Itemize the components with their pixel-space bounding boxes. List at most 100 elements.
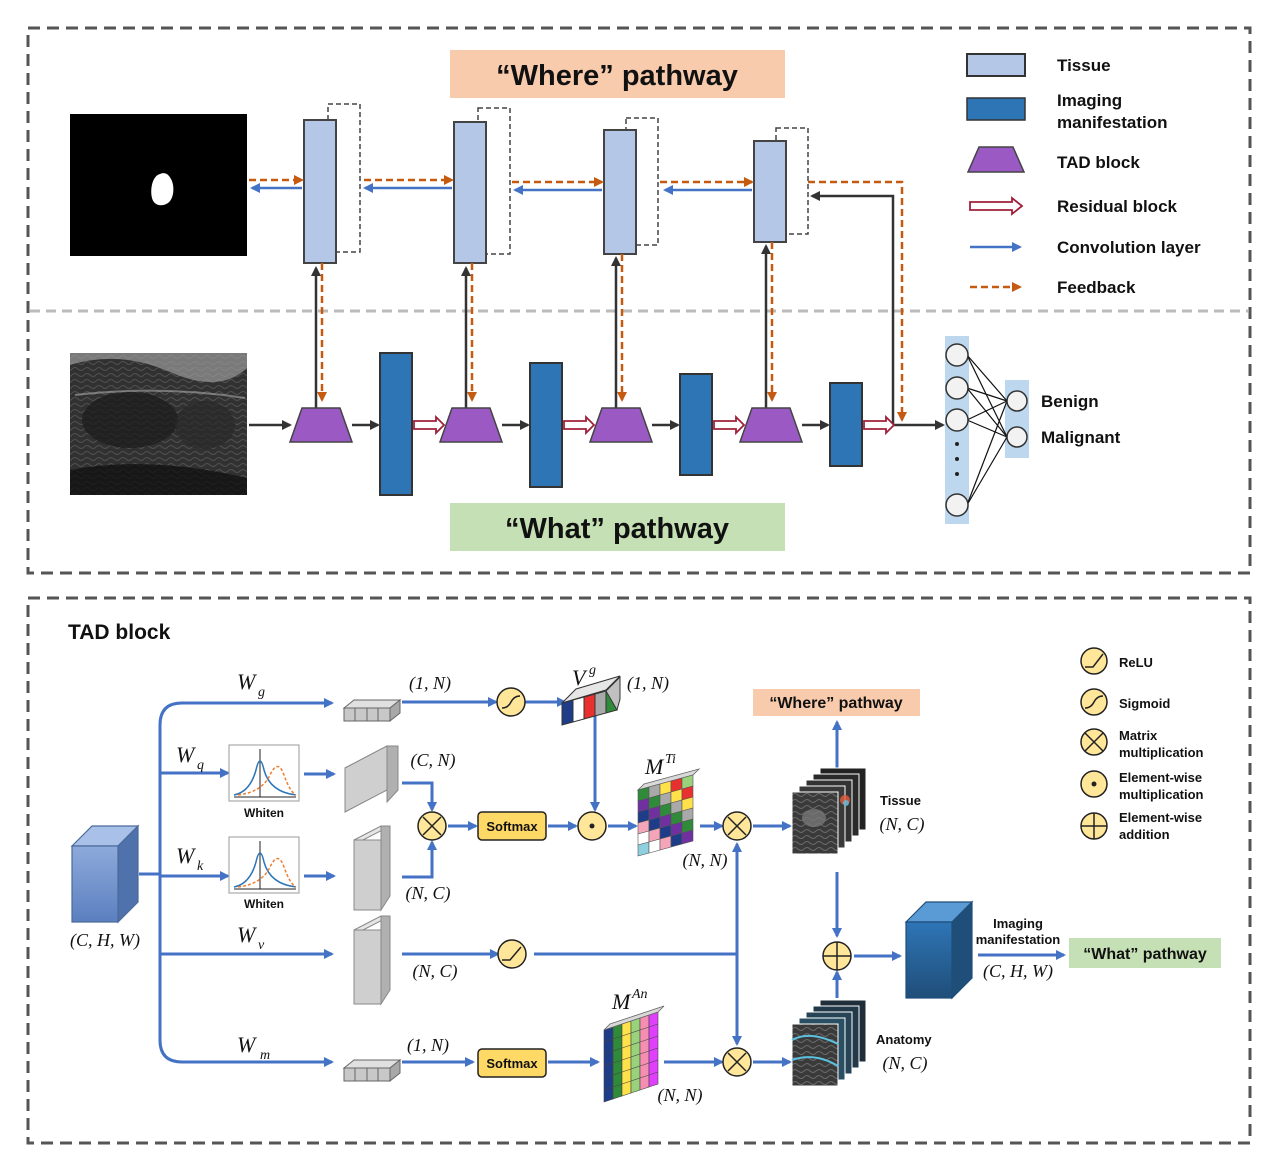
out-dims: (C, H, W) bbox=[983, 961, 1053, 982]
vg-label: V g bbox=[572, 663, 596, 690]
bottom-panel-border bbox=[26, 596, 1252, 1145]
add-op bbox=[822, 941, 852, 971]
softmax-label-2: Softmax bbox=[486, 1056, 538, 1071]
input-feature-cube bbox=[70, 824, 140, 924]
weight-m: W m bbox=[237, 1032, 270, 1063]
output-malignant: Malignant bbox=[1041, 428, 1121, 447]
m-ti-label: M Ti bbox=[644, 752, 676, 779]
dims-v: (N, C) bbox=[413, 961, 458, 982]
svg-text:M: M bbox=[644, 754, 665, 779]
svg-text:g: g bbox=[258, 685, 265, 700]
fc-connections bbox=[966, 354, 1008, 506]
tissue-feature-3 bbox=[603, 117, 659, 255]
input-dims: (C, H, W) bbox=[70, 930, 140, 951]
legend-tad: TAD block bbox=[1057, 153, 1140, 172]
op-legend-elem-line1: Element-wise bbox=[1119, 770, 1202, 785]
anatomy-dims: (N, C) bbox=[883, 1053, 928, 1074]
op-legend-add-line1: Element-wise bbox=[1119, 810, 1202, 825]
weight-g: W g bbox=[237, 669, 265, 700]
m-ti-matrix bbox=[636, 768, 701, 857]
what-pathway-box bbox=[1069, 938, 1221, 968]
matrix-v bbox=[353, 915, 391, 1006]
dims-g: (1, N) bbox=[409, 673, 451, 694]
tad-block-1 bbox=[288, 407, 354, 443]
matmul-op-anatomy bbox=[722, 1047, 752, 1077]
output-neurons bbox=[1006, 390, 1028, 448]
tissue-feature-4 bbox=[753, 127, 809, 243]
op-legend-matmul bbox=[1080, 728, 1108, 756]
sigmoid-op-g bbox=[496, 687, 526, 717]
vector-g bbox=[342, 698, 402, 723]
legend-imaging-line2: manifestation bbox=[1057, 113, 1168, 132]
whiten-label-k: Whiten bbox=[244, 897, 284, 911]
tad-block-4 bbox=[738, 407, 804, 443]
dims-m: (1, N) bbox=[407, 1035, 449, 1056]
mask-lesion bbox=[151, 173, 174, 206]
imaging-feature-1 bbox=[379, 352, 413, 496]
svg-text:Ti: Ti bbox=[665, 752, 676, 767]
weight-v: W v bbox=[237, 922, 265, 953]
vector-m bbox=[342, 1058, 402, 1083]
middle-arrows bbox=[402, 697, 1066, 1067]
dims-k: (N, C) bbox=[406, 883, 451, 904]
top-panel-border bbox=[26, 26, 1252, 575]
svg-text:W: W bbox=[237, 1032, 257, 1057]
upward-arrows bbox=[311, 191, 895, 425]
svg-text:W: W bbox=[237, 922, 257, 947]
vg-dims: (1, N) bbox=[627, 673, 669, 694]
elementwise-op bbox=[577, 811, 607, 841]
svg-text:g: g bbox=[589, 663, 596, 678]
svg-text:An: An bbox=[631, 987, 648, 1002]
dims-q: (C, N) bbox=[411, 750, 456, 771]
imaging-feature-2 bbox=[529, 362, 563, 488]
where-pathway-box-label: “Where” pathway bbox=[769, 695, 902, 712]
imaging-feature-3 bbox=[679, 373, 713, 476]
anatomy-image-stack bbox=[791, 999, 867, 1087]
branch-lines bbox=[139, 698, 336, 1067]
what-pathway-box-label: “What” pathway bbox=[1083, 946, 1207, 963]
legend-imaging-swatch bbox=[966, 97, 1026, 121]
where-pathway-banner bbox=[450, 50, 785, 98]
what-pathway-banner bbox=[450, 503, 785, 551]
tad-block-title: TAD block bbox=[68, 621, 171, 644]
legend-feedback: Feedback bbox=[1057, 278, 1136, 297]
fc-neurons bbox=[945, 343, 969, 517]
op-legend-sigmoid-label: Sigmoid bbox=[1119, 696, 1170, 711]
op-legend-elem-line2: multiplication bbox=[1119, 787, 1204, 802]
op-legend-relu bbox=[1080, 647, 1108, 675]
m-ti-dims: (N, N) bbox=[683, 850, 728, 871]
whiten-plot-k bbox=[228, 836, 300, 894]
where-pathway-box bbox=[753, 689, 920, 716]
feedback-arrows-top bbox=[249, 175, 907, 422]
out-imaging-line2: manifestation bbox=[976, 932, 1061, 947]
legend-residual: Residual block bbox=[1057, 197, 1178, 216]
weight-q: W q bbox=[176, 742, 204, 773]
weight-k: W k bbox=[176, 843, 204, 874]
svg-text:W: W bbox=[237, 669, 257, 694]
svg-text:m: m bbox=[260, 1048, 270, 1063]
output-feature-cube bbox=[904, 900, 974, 1000]
anatomy-label: Anatomy bbox=[876, 1032, 932, 1047]
svg-text:W: W bbox=[176, 742, 196, 767]
tissue-feature-1 bbox=[303, 103, 361, 264]
ultrasound-image bbox=[70, 353, 247, 495]
softmax-label-1: Softmax bbox=[486, 819, 538, 834]
svg-text:v: v bbox=[258, 938, 265, 953]
tad-block-2 bbox=[438, 407, 504, 443]
tad-block-3 bbox=[588, 407, 654, 443]
tissue-image-stack bbox=[791, 767, 867, 855]
m-an-matrix bbox=[603, 1005, 665, 1103]
tissue-dims: (N, C) bbox=[880, 814, 925, 835]
legend-tissue: Tissue bbox=[1057, 56, 1111, 75]
op-legend-sigmoid bbox=[1080, 688, 1108, 716]
svg-text:V: V bbox=[572, 665, 588, 690]
m-an-dims: (N, N) bbox=[658, 1085, 703, 1106]
legend-residual-swatch bbox=[969, 196, 1024, 216]
legend-tad-swatch bbox=[966, 146, 1026, 173]
whiten-label-q: Whiten bbox=[244, 806, 284, 820]
out-imaging-line1: Imaging bbox=[993, 916, 1043, 931]
svg-text:q: q bbox=[197, 758, 204, 773]
op-legend-matmul-line2: multiplication bbox=[1119, 745, 1204, 760]
svg-text:W: W bbox=[176, 843, 196, 868]
